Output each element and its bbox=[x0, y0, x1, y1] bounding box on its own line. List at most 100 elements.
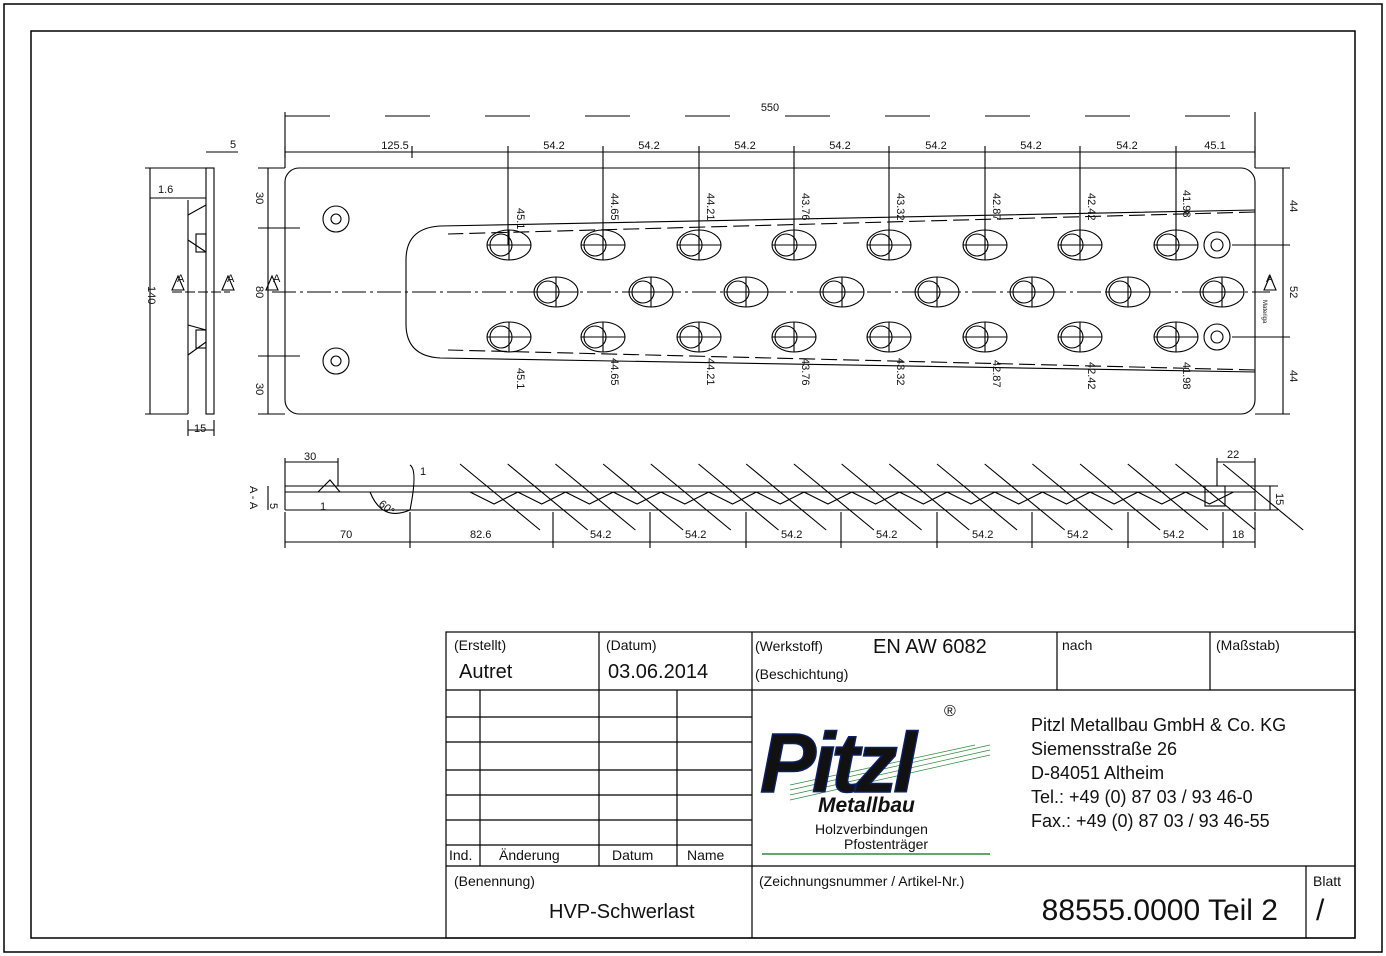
pitzl-logo: Pitzl ® Metallbau Holzverbindungen Pfost… bbox=[759, 703, 991, 855]
rev-header-datum: Datum bbox=[612, 847, 653, 863]
taper-dim-lower: 42.87 bbox=[990, 360, 1002, 388]
countersunk-slot bbox=[1153, 321, 1199, 353]
taper-dim: 44.21 bbox=[704, 193, 716, 221]
rev-header-name: Name bbox=[687, 847, 725, 863]
benennung-label: (Benennung) bbox=[454, 873, 535, 889]
dim-label: 54.2 bbox=[1020, 140, 1041, 152]
taper-dim: 42.87 bbox=[990, 193, 1002, 221]
blatt-value: / bbox=[1316, 894, 1325, 927]
title-block-text: (Erstellt) Autret (Datum) 03.06.2014 (We… bbox=[449, 636, 1341, 927]
taper-dim: 43.76 bbox=[799, 193, 811, 221]
tooth-profile bbox=[1042, 491, 1091, 505]
hatch-line bbox=[1222, 463, 1304, 531]
taper-dim: 41.98 bbox=[1180, 190, 1192, 218]
tooth-profile bbox=[755, 491, 805, 505]
hatch-line bbox=[507, 463, 589, 531]
countersunk-slot bbox=[486, 321, 532, 353]
tooth-profile bbox=[708, 491, 757, 505]
section-bottom-dim: 70 bbox=[340, 529, 352, 541]
countersunk-slot bbox=[1009, 276, 1055, 308]
hatch-line bbox=[936, 463, 1018, 531]
tooth-profile bbox=[517, 491, 566, 505]
section-bottom-dim: 54.2 bbox=[685, 529, 706, 541]
company-city: D-84051 Altheim bbox=[1031, 763, 1164, 783]
section-bottom-dim: 82.6 bbox=[470, 529, 491, 541]
dim-right-top: 44 bbox=[1287, 200, 1299, 212]
section-label: A - A bbox=[247, 486, 259, 510]
company-tel: Tel.: +49 (0) 87 03 / 93 46-0 bbox=[1031, 787, 1253, 807]
dim-label: 54.2 bbox=[638, 140, 659, 152]
taper-dim-lower: 43.76 bbox=[799, 358, 811, 386]
erstellt-label: (Erstellt) bbox=[454, 637, 506, 653]
section-bottom-dim: 54.2 bbox=[590, 529, 611, 541]
section-start-dim: 30 bbox=[304, 451, 316, 463]
hatch-line bbox=[1127, 463, 1209, 531]
mounting-hole-inner bbox=[1210, 238, 1224, 252]
tooth-profile bbox=[851, 491, 900, 505]
countersunk-slot bbox=[723, 276, 769, 308]
dim-label: 54.2 bbox=[829, 140, 850, 152]
company-name: Pitzl Metallbau GmbH & Co. KG bbox=[1031, 715, 1286, 735]
countersunk-slot bbox=[676, 321, 722, 353]
section-arrow-right bbox=[1263, 274, 1277, 291]
countersunk-slot bbox=[1105, 276, 1151, 308]
logo-registered-mark: ® bbox=[944, 703, 956, 720]
countersunk-slot bbox=[819, 276, 865, 308]
mounting-hole bbox=[1203, 231, 1231, 259]
mounting-hole-inner bbox=[330, 355, 342, 367]
hatch-line bbox=[1175, 463, 1256, 531]
tooth-profile bbox=[1137, 491, 1187, 505]
side-height-dim: 140 bbox=[145, 286, 157, 304]
countersunk-slot bbox=[866, 321, 912, 353]
hatch-line bbox=[841, 463, 922, 531]
pocket-inner-line-bottom bbox=[447, 349, 1256, 371]
dim-overall-length: 550 bbox=[761, 102, 779, 114]
taper-dim-lower: 44.21 bbox=[704, 358, 716, 386]
mounting-hole bbox=[322, 205, 350, 233]
plate-outline bbox=[284, 167, 1256, 415]
logo-pfostentraeger: Pfostenträger bbox=[844, 836, 928, 852]
countersunk-slot bbox=[580, 321, 626, 353]
rev-header-aenderung: Änderung bbox=[499, 847, 560, 863]
company-street: Siemensstraße 26 bbox=[1031, 739, 1177, 759]
tooth-profile bbox=[469, 491, 519, 505]
dim-label: 125.5 bbox=[381, 140, 409, 152]
hatch-line bbox=[1079, 463, 1161, 531]
outer-frame bbox=[3, 3, 1383, 953]
erstellt-value: Autret bbox=[459, 661, 513, 683]
dim-left-top: 30 bbox=[253, 192, 265, 204]
hatch-line bbox=[745, 463, 827, 531]
tooth-profile bbox=[1185, 491, 1234, 505]
dimension-labels: 550 125.5 54.2 54.2 54.2 54.2 54.2 54.2 … bbox=[145, 102, 1299, 541]
logo-holzverbindungen: Holzverbindungen bbox=[815, 821, 928, 837]
hatch-line bbox=[888, 463, 970, 531]
section-bottom-dim: 54.2 bbox=[1163, 529, 1184, 541]
pocket-inner-line-top bbox=[447, 211, 1256, 235]
section-left-height: 5 bbox=[267, 503, 279, 509]
top-view bbox=[258, 112, 1290, 415]
dim-right-middle: 52 bbox=[1287, 286, 1299, 298]
section-marker-side-left: A bbox=[177, 273, 185, 285]
dim-label: 54.2 bbox=[734, 140, 755, 152]
countersunk-slot bbox=[1057, 321, 1103, 353]
zeichnungsnummer-label: (Zeichnungsnummer / Artikel-Nr.) bbox=[759, 873, 964, 889]
countersunk-slot bbox=[628, 276, 674, 308]
hatch-line bbox=[1032, 463, 1113, 531]
mounting-hole-inner bbox=[1210, 330, 1224, 344]
hatch-line bbox=[602, 463, 684, 531]
tapered-pocket bbox=[405, 209, 1256, 373]
section-bottom-dim: 54.2 bbox=[876, 529, 897, 541]
beschichtung-label: (Beschichtung) bbox=[755, 666, 848, 682]
tooth-profile bbox=[899, 491, 948, 505]
hatch-line bbox=[555, 463, 636, 531]
countersunk-slot bbox=[771, 321, 817, 353]
dim-left-bottom: 30 bbox=[253, 383, 265, 395]
taper-dim: 44.65 bbox=[608, 193, 620, 221]
countersunk-slot bbox=[914, 276, 960, 308]
tooth-profile bbox=[946, 491, 996, 505]
countersunk-slot bbox=[962, 321, 1008, 353]
nach-label: nach bbox=[1062, 637, 1092, 653]
rev-header-ind: Ind. bbox=[449, 847, 472, 863]
section-marker-side-right: A bbox=[227, 273, 235, 285]
dim-label: 45.1 bbox=[1204, 140, 1225, 152]
